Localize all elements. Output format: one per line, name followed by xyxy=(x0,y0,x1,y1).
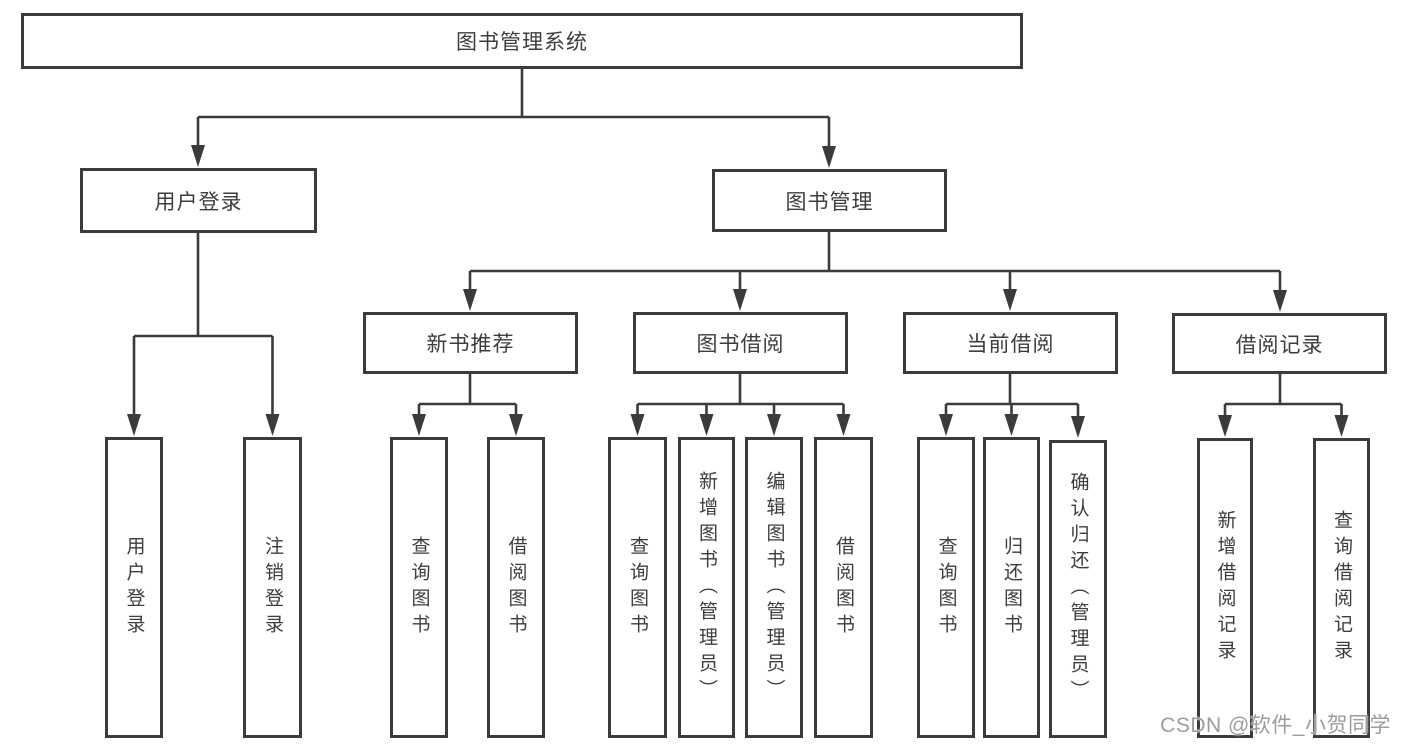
leaf-bb-borrow-books-label: 借阅图书 xyxy=(833,535,854,640)
node-book-manage-label: 图书管理 xyxy=(785,190,874,214)
leaf-br-query-record-label: 查询借阅记录 xyxy=(1331,510,1352,666)
node-book-manage: 图书管理 xyxy=(712,169,947,232)
node-current-borrow-label: 当前借阅 xyxy=(966,333,1055,356)
leaf-cb-return-books-label: 归还图书 xyxy=(1001,535,1022,640)
node-current-borrow: 当前借阅 xyxy=(903,312,1118,374)
leaf-user-login-label: 用户登录 xyxy=(123,535,145,640)
leaf-bb-add-books-admin: 新增图书（管理员） xyxy=(678,437,735,738)
node-root: 图书管理系统 xyxy=(21,13,1023,69)
leaf-br-query-record: 查询借阅记录 xyxy=(1313,438,1370,738)
leaf-bb-add-books-admin-label: 新增图书（管理员） xyxy=(696,470,717,705)
leaf-cb-return-books: 归还图书 xyxy=(983,437,1040,738)
leaf-logout-label: 注销登录 xyxy=(262,535,283,640)
leaf-cb-query-books-label: 查询图书 xyxy=(935,535,957,640)
leaf-bb-query-books: 查询图书 xyxy=(608,437,667,738)
node-book-borrow: 图书借阅 xyxy=(633,312,848,374)
leaf-bb-edit-books-admin-label: 编辑图书（管理员） xyxy=(763,470,785,705)
leaf-rec-query-books: 查询图书 xyxy=(390,437,448,738)
leaf-br-add-record-label: 新增借阅记录 xyxy=(1214,510,1236,666)
node-new-book-recommend: 新书推荐 xyxy=(363,312,578,374)
leaf-logout: 注销登录 xyxy=(243,437,302,738)
node-user-login: 用户登录 xyxy=(80,168,317,233)
leaf-bb-edit-books-admin: 编辑图书（管理员） xyxy=(745,437,803,738)
leaf-bb-borrow-books: 借阅图书 xyxy=(814,437,873,738)
node-borrow-records: 借阅记录 xyxy=(1172,313,1387,374)
leaf-cb-confirm-return-admin: 确认归还（管理员） xyxy=(1049,440,1107,738)
leaf-rec-borrow-books: 借阅图书 xyxy=(487,437,545,738)
leaf-bb-query-books-label: 查询图书 xyxy=(627,535,648,640)
leaf-cb-confirm-return-admin-label: 确认归还（管理员） xyxy=(1067,472,1089,706)
node-new-book-recommend-label: 新书推荐 xyxy=(426,333,515,356)
csdn-watermark: CSDN @软件_小贺同学 xyxy=(1160,714,1391,737)
leaf-br-add-record: 新增借阅记录 xyxy=(1197,438,1253,738)
node-root-label: 图书管理系统 xyxy=(456,31,588,54)
leaf-rec-borrow-books-label: 借阅图书 xyxy=(505,535,527,640)
node-book-borrow-label: 图书借阅 xyxy=(696,333,785,356)
leaf-user-login: 用户登录 xyxy=(105,437,163,738)
leaf-rec-query-books-label: 查询图书 xyxy=(408,535,430,640)
node-user-login-label: 用户登录 xyxy=(154,190,243,214)
leaf-cb-query-books: 查询图书 xyxy=(917,437,975,738)
node-borrow-records-label: 借阅记录 xyxy=(1235,333,1324,357)
